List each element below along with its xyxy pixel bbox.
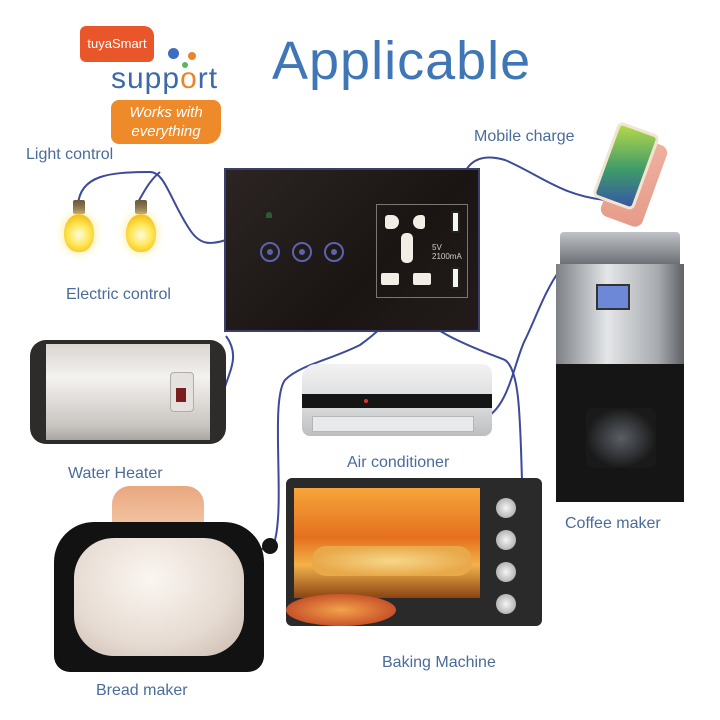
label-electric-control: Electric control [66, 286, 171, 303]
coffee-control-body [556, 264, 684, 364]
air-conditioner-image [302, 364, 492, 440]
oven-knob-2 [496, 530, 516, 550]
logo-dot-orange [188, 52, 196, 60]
page-title: Applicable [272, 31, 532, 91]
heater-display [176, 388, 186, 402]
socket-pin-icon [413, 273, 431, 285]
support-wordmark: support [111, 62, 219, 95]
socket-pin-icon [401, 233, 413, 263]
tuyasmart-logo: tuyaSmart [80, 26, 154, 62]
touch-button-3[interactable] [324, 242, 344, 262]
coffee-carafe [586, 408, 656, 468]
socket-pin-icon [413, 215, 425, 229]
oven-bread [312, 546, 472, 576]
wifi-indicator-icon [266, 212, 272, 218]
label-air-conditioner: Air conditioner [347, 454, 450, 471]
label-water-heater: Water Heater [68, 465, 163, 482]
touch-button-2[interactable] [292, 242, 312, 262]
baking-machine-image [286, 478, 542, 636]
light-bulb-2 [124, 200, 158, 258]
logo-dot-green [182, 62, 188, 68]
oven-knob-1 [496, 498, 516, 518]
ac-vent [312, 416, 474, 432]
usb-port-2[interactable] [451, 267, 460, 289]
ac-display-strip [302, 394, 492, 408]
tagline-line-2: everything [131, 123, 201, 140]
smart-switch-socket-panel: 5V 2100mA [224, 168, 480, 332]
oven-pizza [286, 594, 396, 626]
light-bulb-1 [62, 200, 96, 258]
bread-maker-image [44, 486, 280, 674]
usb-current: 2100mA [432, 252, 462, 261]
usb-voltage: 5V [432, 243, 442, 252]
ac-indicator-icon [364, 399, 368, 403]
coffee-maker-image [556, 232, 684, 502]
touch-button-1[interactable] [260, 242, 280, 262]
label-bread-maker: Bread maker [96, 682, 188, 699]
toaster-front-panel [74, 538, 244, 656]
label-mobile-charge: Mobile charge [474, 128, 575, 145]
oven-knob-4 [496, 594, 516, 614]
oven-window [294, 488, 480, 598]
bulb-cap-icon [135, 200, 147, 214]
toaster-lever [262, 538, 278, 554]
water-heater-image [30, 340, 226, 444]
label-coffee-maker: Coffee maker [565, 515, 661, 532]
coffee-grinder-lid [560, 232, 680, 264]
logo-dot-blue [168, 48, 179, 59]
universal-socket: 5V 2100mA [376, 204, 468, 298]
usb-spec: 5V 2100mA [432, 243, 462, 261]
label-light-control: Light control [26, 146, 114, 163]
oven-knob-3 [496, 562, 516, 582]
socket-pin-icon [381, 273, 399, 285]
bulb-icon [64, 214, 94, 252]
label-baking-machine: Baking Machine [382, 654, 496, 671]
bulb-icon [126, 214, 156, 252]
socket-pin-icon [385, 215, 399, 229]
bulb-cap-icon [73, 200, 85, 214]
tagline-line-1: Works with [129, 104, 203, 121]
usb-port-1[interactable] [451, 211, 460, 233]
coffee-lcd-display [596, 284, 630, 310]
works-with-everything-badge: Works with everything [111, 100, 221, 144]
